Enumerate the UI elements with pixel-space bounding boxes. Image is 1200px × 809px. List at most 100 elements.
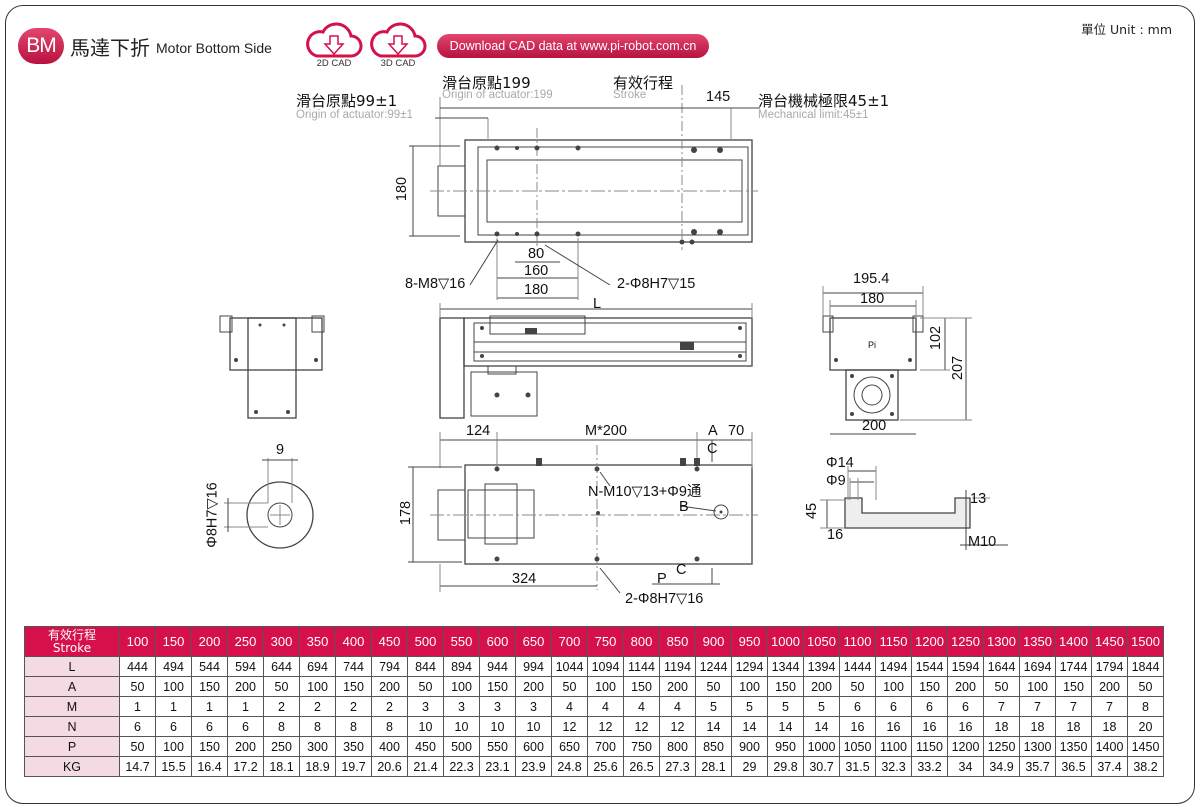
- cad-2d-button[interactable]: 2D CAD: [304, 22, 364, 69]
- table-cell: 1594: [947, 656, 984, 677]
- table-cell: 14.7: [119, 756, 156, 777]
- table-cell: 850: [695, 736, 732, 757]
- table-cell: 1300: [1019, 736, 1056, 757]
- stroke-header-value: 250: [227, 626, 264, 657]
- stroke-header-value: 1250: [947, 626, 984, 657]
- table-cell: 900: [731, 736, 768, 757]
- cad-2d-label: 2D CAD: [316, 58, 352, 69]
- table-cell: 6: [119, 716, 156, 737]
- table-cell: 50: [695, 676, 732, 697]
- table-cell: 800: [659, 736, 696, 757]
- detail-b-outline: [224, 458, 314, 549]
- table-cell: 1044: [551, 656, 588, 677]
- table-cell: 6: [875, 696, 912, 717]
- stroke-header-value: 800: [623, 626, 660, 657]
- table-cell: 8: [335, 716, 372, 737]
- table-cell: 6: [839, 696, 876, 717]
- table-cell: 1: [155, 696, 192, 717]
- table-cell: 18: [1091, 716, 1128, 737]
- stroke-header-value: 400: [335, 626, 372, 657]
- table-cell: 6: [155, 716, 192, 737]
- row-label: N: [24, 716, 120, 737]
- stroke-header-value: 1000: [767, 626, 804, 657]
- label-b: B: [679, 499, 689, 515]
- table-cell: 26.5: [623, 756, 660, 777]
- table-cell: 18: [1055, 716, 1092, 737]
- bottom-pin-holes-callout: 2-Φ8H7▽16: [625, 591, 704, 607]
- stroke-header-zh: 有效行程: [47, 627, 96, 642]
- stroke-header-value: 450: [371, 626, 408, 657]
- table-cell: 50: [1127, 676, 1164, 697]
- table-cell: 1094: [587, 656, 624, 677]
- dim-phi9: Φ9: [826, 473, 846, 489]
- stroke-header-value: 1500: [1127, 626, 1164, 657]
- dim-195-4: 195.4: [853, 271, 890, 287]
- stroke-label: 有效行程: [613, 74, 674, 92]
- stroke-header-value: 700: [551, 626, 588, 657]
- table-cell: 594: [227, 656, 264, 677]
- table-cell: 1694: [1019, 656, 1056, 677]
- table-cell: 1: [191, 696, 228, 717]
- table-cell: 300: [299, 736, 336, 757]
- table-cell: 3: [407, 696, 444, 717]
- cad-3d-button[interactable]: 3D CAD: [368, 22, 428, 69]
- table-cell: 1: [119, 696, 156, 717]
- table-cell: 150: [191, 736, 228, 757]
- table-cell: 1450: [1127, 736, 1164, 757]
- table-cell: 350: [335, 736, 372, 757]
- table-cell: 200: [803, 676, 840, 697]
- table-cell: 8: [263, 716, 300, 737]
- top-view-outline: [409, 85, 760, 300]
- table-cell: 200: [227, 676, 264, 697]
- table-cell: 550: [479, 736, 516, 757]
- stroke-header-value: 300: [263, 626, 300, 657]
- table-cell: 3: [443, 696, 480, 717]
- table-cell: 8: [1127, 696, 1164, 717]
- dim-45: 45: [804, 502, 821, 520]
- pi-logo: Pi: [868, 340, 877, 350]
- table-cell: 1050: [839, 736, 876, 757]
- cloud-download-icon: [306, 22, 363, 58]
- stroke-header-value: 350: [299, 626, 336, 657]
- table-cell: 8: [299, 716, 336, 737]
- unit-label: 單位 Unit : mm: [1081, 22, 1172, 37]
- dim-16: 16: [827, 527, 844, 543]
- table-cell: 200: [659, 676, 696, 697]
- table-cell: 34.9: [983, 756, 1020, 777]
- drawing-frame: [5, 5, 1195, 804]
- table-cell: 994: [515, 656, 552, 677]
- origin-left-sublabel: Origin of actuator:99±1: [296, 109, 413, 121]
- table-cell: 8: [371, 716, 408, 737]
- table-cell: 50: [839, 676, 876, 697]
- page-header: BM 馬達下折 Motor Bottom Side: [18, 28, 272, 64]
- table-cell: 1194: [659, 656, 696, 677]
- table-cell: 950: [767, 736, 804, 757]
- download-cad-link[interactable]: Download CAD data at www.pi-robot.com.cn: [437, 34, 709, 58]
- table-cell: 1250: [983, 736, 1020, 757]
- table-cell: 200: [227, 736, 264, 757]
- table-cell: 23.9: [515, 756, 552, 777]
- stroke-header-value: 1350: [1019, 626, 1056, 657]
- table-cell: 3: [479, 696, 516, 717]
- table-cell: 150: [479, 676, 516, 697]
- stroke-header-value: 1300: [983, 626, 1020, 657]
- table-cell: 1350: [1055, 736, 1092, 757]
- table-cell: 5: [803, 696, 840, 717]
- table-cell: 18: [983, 716, 1020, 737]
- table-cell: 1494: [875, 656, 912, 677]
- table-cell: 16: [911, 716, 948, 737]
- stroke-header-value: 900: [695, 626, 732, 657]
- table-cell: 37.4: [1091, 756, 1128, 777]
- table-cell: 10: [479, 716, 516, 737]
- dim-phi14: Φ14: [826, 455, 854, 471]
- table-cell: 100: [299, 676, 336, 697]
- dim-200: 200: [862, 418, 887, 434]
- stroke-header-en: Stroke: [52, 640, 92, 655]
- table-cell: 35.7: [1019, 756, 1056, 777]
- technical-drawing: [219, 85, 1008, 594]
- table-cell: 20: [1127, 716, 1164, 737]
